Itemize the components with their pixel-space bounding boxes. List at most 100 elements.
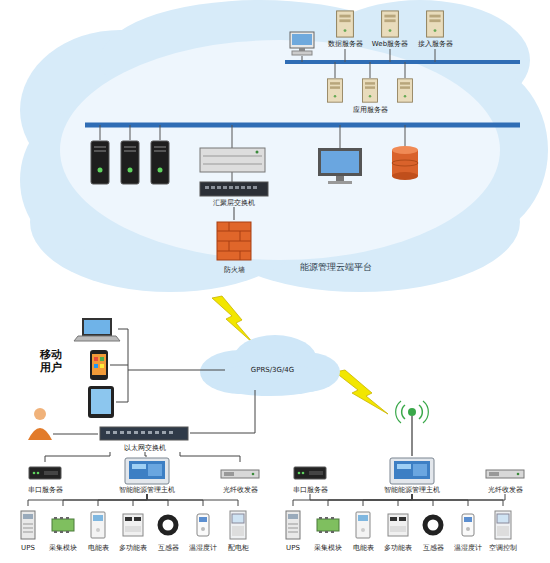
art-shape — [402, 405, 405, 419]
field-device-node: UPS — [276, 506, 310, 552]
art-shape — [82, 318, 112, 336]
server-node: 数据服务器 — [325, 10, 365, 48]
art-shape — [419, 405, 422, 419]
network-link — [180, 452, 240, 462]
art-shape — [392, 172, 418, 180]
art-shape — [223, 186, 227, 189]
field-device-node: 温湿度计 — [451, 506, 485, 552]
art-shape — [74, 336, 120, 341]
network-link — [133, 494, 147, 506]
art-shape — [232, 172, 233, 182]
network-cloud-node: GPRS/3G/4G — [225, 350, 320, 390]
field-device-node: 温湿度计 — [186, 506, 220, 552]
art-shape — [253, 186, 257, 189]
field-device-node: 多功能表 — [381, 506, 415, 552]
bus-drops — [100, 49, 435, 182]
art-shape — [100, 125, 101, 140]
art-shape — [486, 470, 524, 478]
art-shape — [100, 427, 188, 440]
art-shape — [208, 364, 332, 396]
art-shape — [230, 511, 246, 539]
field-device-label: 互感器 — [423, 544, 444, 552]
art-shape — [321, 151, 359, 173]
art-shape — [200, 148, 265, 172]
monitor-icon — [318, 148, 362, 184]
network-link — [398, 494, 412, 506]
art-shape — [34, 408, 46, 420]
art-shape — [169, 431, 173, 434]
art-shape — [229, 222, 230, 231]
device-node: 串口服务器 — [15, 462, 75, 494]
art-shape — [241, 186, 245, 189]
art-shape — [328, 79, 343, 102]
internet-cloud — [200, 335, 340, 396]
art-shape — [336, 176, 344, 181]
rack-server — [200, 148, 265, 172]
art-shape — [294, 467, 326, 479]
art-shape — [388, 514, 408, 536]
field-device-node: UPS — [11, 506, 45, 552]
art-shape — [217, 186, 221, 189]
network-link — [328, 494, 412, 506]
art-shape — [128, 329, 129, 402]
art-shape — [290, 32, 314, 48]
art-shape — [113, 431, 117, 434]
art-shape — [116, 402, 128, 403]
field-device-node: 多功能表 — [116, 506, 150, 552]
server-bus — [85, 62, 520, 125]
art-shape — [211, 186, 215, 189]
server-node: Web服务器 — [370, 10, 410, 48]
database-icon — [392, 146, 418, 180]
art-shape — [85, 123, 520, 128]
art-shape — [148, 431, 152, 434]
device-node: 光纤收发器 — [475, 462, 535, 494]
art-shape — [91, 512, 105, 538]
device-node: 光纤收发器 — [210, 462, 270, 494]
server-group-node: 应用服务器 — [320, 76, 420, 114]
field-device-label: UPS — [21, 544, 35, 552]
server-node: 接入服务器 — [415, 10, 455, 48]
art-shape — [91, 389, 111, 414]
art-shape — [205, 186, 209, 189]
art-shape — [100, 364, 104, 368]
art-shape — [197, 514, 209, 536]
network-link — [63, 494, 147, 506]
art-shape — [382, 11, 399, 37]
cloud-highlight — [60, 40, 500, 260]
firewall-label: 防火墙 — [224, 266, 245, 274]
field-device-label: 电能表 — [88, 544, 109, 552]
cloud-platform-node: 能源管理云端平台数据服务器Web服务器接入服务器应用服务器汇聚层交换机防火墙 — [0, 0, 550, 300]
art-shape — [229, 186, 233, 189]
switch-node: 以太网交换机 — [100, 426, 190, 452]
device-label: 串口服务器 — [28, 486, 63, 494]
art-shape — [411, 416, 413, 456]
switch-node: 汇聚层交换机 — [198, 180, 270, 207]
art-shape — [240, 251, 241, 260]
mobile-bracket — [110, 329, 128, 402]
control-host-node: 智能能源管理主机 — [377, 456, 447, 494]
firewall-icon — [217, 222, 251, 260]
field-device-node: 电能表 — [346, 506, 380, 552]
device-label: 串口服务器 — [293, 486, 328, 494]
art-shape — [155, 431, 159, 434]
art-shape — [110, 365, 128, 366]
art-shape — [90, 350, 108, 380]
art-shape — [162, 431, 166, 434]
mobile-users-node: 移动用户 — [40, 318, 128, 404]
control-host-node: 智能能源管理主机 — [112, 456, 182, 494]
art-shape — [217, 222, 251, 260]
art-shape — [370, 62, 371, 78]
network-link — [45, 452, 110, 462]
server-label: Web服务器 — [372, 40, 408, 48]
art-shape — [200, 182, 268, 196]
art-shape — [435, 49, 436, 62]
art-shape — [285, 60, 520, 64]
art-shape — [217, 241, 251, 242]
art-shape — [212, 296, 254, 344]
art-shape — [125, 458, 169, 484]
art-shape — [141, 431, 145, 434]
server-label: 数据服务器 — [328, 40, 363, 48]
person-icon — [28, 408, 98, 440]
